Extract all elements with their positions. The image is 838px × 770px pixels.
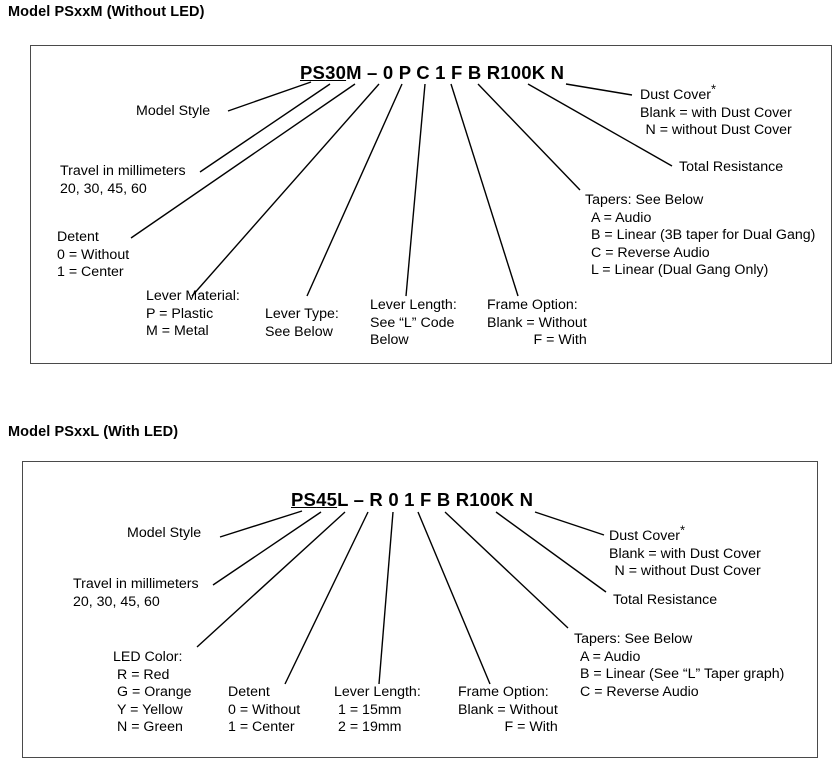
diagram2-part-number: PS45L – R 0 1 F B R100K N: [291, 489, 533, 511]
diagram1-callout-detent: Detent 0 = Without 1 = Center: [57, 229, 129, 282]
diagram1-travel-line2: 20, 30, 45, 60: [60, 180, 147, 197]
diagram1-callout-model-style: Model Style: [136, 103, 211, 119]
diagram1-tapers-title: Tapers: See Below: [585, 192, 704, 208]
diagram2-led-color-title: LED Color:: [113, 649, 183, 665]
diagram2-callout-detent: Detent 0 = Without 1 = Center: [228, 684, 300, 737]
diagram2-tapers-title: Tapers: See Below: [574, 631, 693, 647]
diagram2-callout-led-color: LED Color: R = Red G = Orange Y = Yellow…: [113, 649, 192, 737]
diagram1-detent-opt2: 1 = Center: [57, 264, 124, 280]
diagram1-detent-title: Detent: [57, 229, 99, 245]
diagram1-title: Model PSxxM (Without LED): [8, 4, 205, 20]
diagram2-lever-length-opt1: 1 = 15mm: [338, 701, 402, 718]
diagram2-dust-cover-title: Dust Cover*: [609, 523, 761, 546]
diagram1-lever-length-opt2: Below: [370, 332, 409, 348]
diagram2-frame-option-title: Frame Option:: [458, 684, 549, 700]
footnote-asterisk-icon: *: [710, 81, 717, 97]
diagram1-tapers-opt4: L = Linear (Dual Gang Only): [591, 262, 769, 278]
diagram2-tapers-opt1: A = Audio: [580, 648, 641, 665]
diagram1-callout-travel: Travel in millimeters 20, 30, 45, 60: [60, 163, 186, 198]
diagram1-detent-opt1: 0 = Without: [57, 246, 130, 263]
diagram2-tapers-opt3: C = Reverse Audio: [580, 683, 699, 700]
diagram1-dust-cover-label: Dust Cover: [640, 87, 711, 103]
diagram1-lever-length-opt1: See “L” Code: [370, 314, 455, 331]
diagram1-callout-lever-length: Lever Length: See “L” Code Below: [370, 297, 457, 350]
diagram2-title: Model PSxxL (With LED): [8, 424, 179, 440]
diagram2-part-number-travel: 45: [316, 489, 338, 510]
diagram2-callout-total-resistance: Total Resistance: [613, 592, 718, 608]
diagram1-callout-lever-material: Lever Material: P = Plastic M = Metal: [146, 288, 240, 341]
diagram1-part-number-model: PS: [300, 62, 326, 83]
diagram2-part-number-model: PS: [291, 489, 317, 510]
diagram2-lever-length-title: Lever Length:: [334, 684, 421, 700]
diagram1-callout-dust-cover: Dust Cover* Blank = with Dust Cover N = …: [640, 82, 792, 140]
diagram1-lever-material-opt1: P = Plastic: [146, 305, 214, 322]
diagram1-dust-cover-opt1: Blank = with Dust Cover: [640, 104, 792, 121]
diagram1-lever-material-opt2: M = Metal: [146, 323, 209, 339]
diagram1-callout-total-resistance: Total Resistance: [679, 159, 784, 175]
diagram1-part-number: PS30M – 0 P C 1 F B R100K N: [300, 62, 564, 84]
diagram1-frame-option-opt2: F = With: [533, 332, 587, 348]
diagram2-callout-frame-option: Frame Option: Blank = Without F = With: [458, 684, 558, 737]
diagram2-callout-model-style: Model Style: [127, 525, 202, 541]
diagram1-frame-option-title: Frame Option:: [487, 297, 578, 313]
diagram1-callout-frame-option: Frame Option: Blank = Without F = With: [487, 297, 587, 350]
diagram1-tapers-opt2: B = Linear (3B taper for Dual Gang): [591, 227, 816, 243]
diagram2-tapers-opt2: B = Linear (See “L” Taper graph): [580, 666, 785, 682]
diagram1-dust-cover-title: Dust Cover*: [640, 82, 792, 105]
diagram1-travel-line1: Travel in millimeters: [60, 163, 186, 179]
diagram2-led-color-opt1: R = Red: [117, 666, 170, 683]
footnote-asterisk-icon-2: *: [679, 522, 686, 538]
diagram2-dust-cover-opt1: Blank = with Dust Cover: [609, 545, 761, 562]
diagram2-callout-lever-length: Lever Length: 1 = 15mm 2 = 19mm: [334, 684, 421, 737]
diagram1-tapers-opt1: A = Audio: [591, 209, 652, 226]
diagram1-lever-material-title: Lever Material:: [146, 288, 240, 304]
diagram2-part-number-style: L: [337, 489, 349, 510]
diagram2-callout-travel: Travel in millimeters 20, 30, 45, 60: [73, 576, 199, 611]
diagram2-part-number-rest: – R 0 1 F B R100K N: [348, 489, 534, 510]
diagram2-callout-dust-cover: Dust Cover* Blank = with Dust Cover N = …: [609, 523, 761, 581]
diagram2-travel-line2: 20, 30, 45, 60: [73, 593, 160, 610]
diagram1-tapers-opt3: C = Reverse Audio: [591, 244, 710, 261]
diagram2-frame-option-opt2: F = With: [504, 719, 558, 735]
diagram2-travel-line1: Travel in millimeters: [73, 576, 199, 592]
diagram2-dust-cover-label: Dust Cover: [609, 528, 680, 544]
diagram2-detent-title: Detent: [228, 684, 270, 700]
diagram2-led-color-opt3: Y = Yellow: [117, 701, 183, 718]
diagram2-dust-cover-opt2: N = without Dust Cover: [614, 563, 761, 579]
diagram1-lever-type-title: Lever Type:: [265, 306, 339, 322]
diagram1-part-number-travel: 30: [325, 62, 347, 83]
diagram1-lever-length-title: Lever Length:: [370, 297, 457, 313]
diagram1-frame-option-opt1: Blank = Without: [487, 314, 587, 331]
diagram2-callout-tapers: Tapers: See Below A = Audio B = Linear (…: [574, 631, 784, 701]
diagram1-callout-tapers: Tapers: See Below A = Audio B = Linear (…: [585, 192, 815, 280]
diagram2-detent-opt2: 1 = Center: [228, 719, 295, 735]
diagram1-lever-type-opt1: See Below: [265, 323, 333, 340]
diagram1-callout-lever-type: Lever Type: See Below: [265, 306, 339, 341]
diagram2-led-color-opt2: G = Orange: [117, 684, 192, 700]
diagram1-dust-cover-opt2: N = without Dust Cover: [645, 122, 792, 138]
diagram2-led-color-opt4: N = Green: [117, 719, 183, 735]
diagram2-detent-opt1: 0 = Without: [228, 701, 301, 718]
diagram2-lever-length-opt2: 2 = 19mm: [338, 719, 402, 735]
diagram1-part-number-rest: – 0 P C 1 F B R100K N: [361, 62, 565, 83]
diagram1-part-number-style: M: [346, 62, 362, 83]
diagram2-frame-option-opt1: Blank = Without: [458, 701, 558, 718]
